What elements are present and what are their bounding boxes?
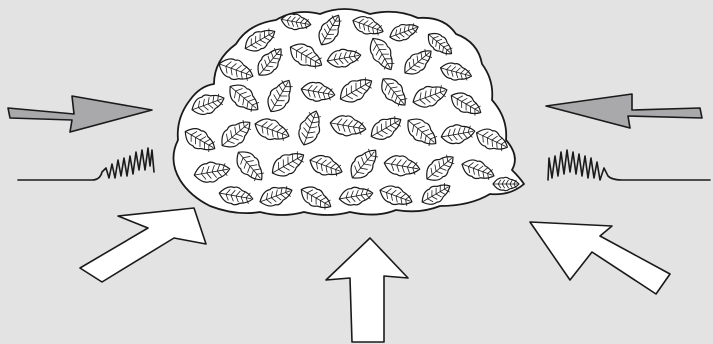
leaf-pile-illustration [0, 0, 713, 344]
